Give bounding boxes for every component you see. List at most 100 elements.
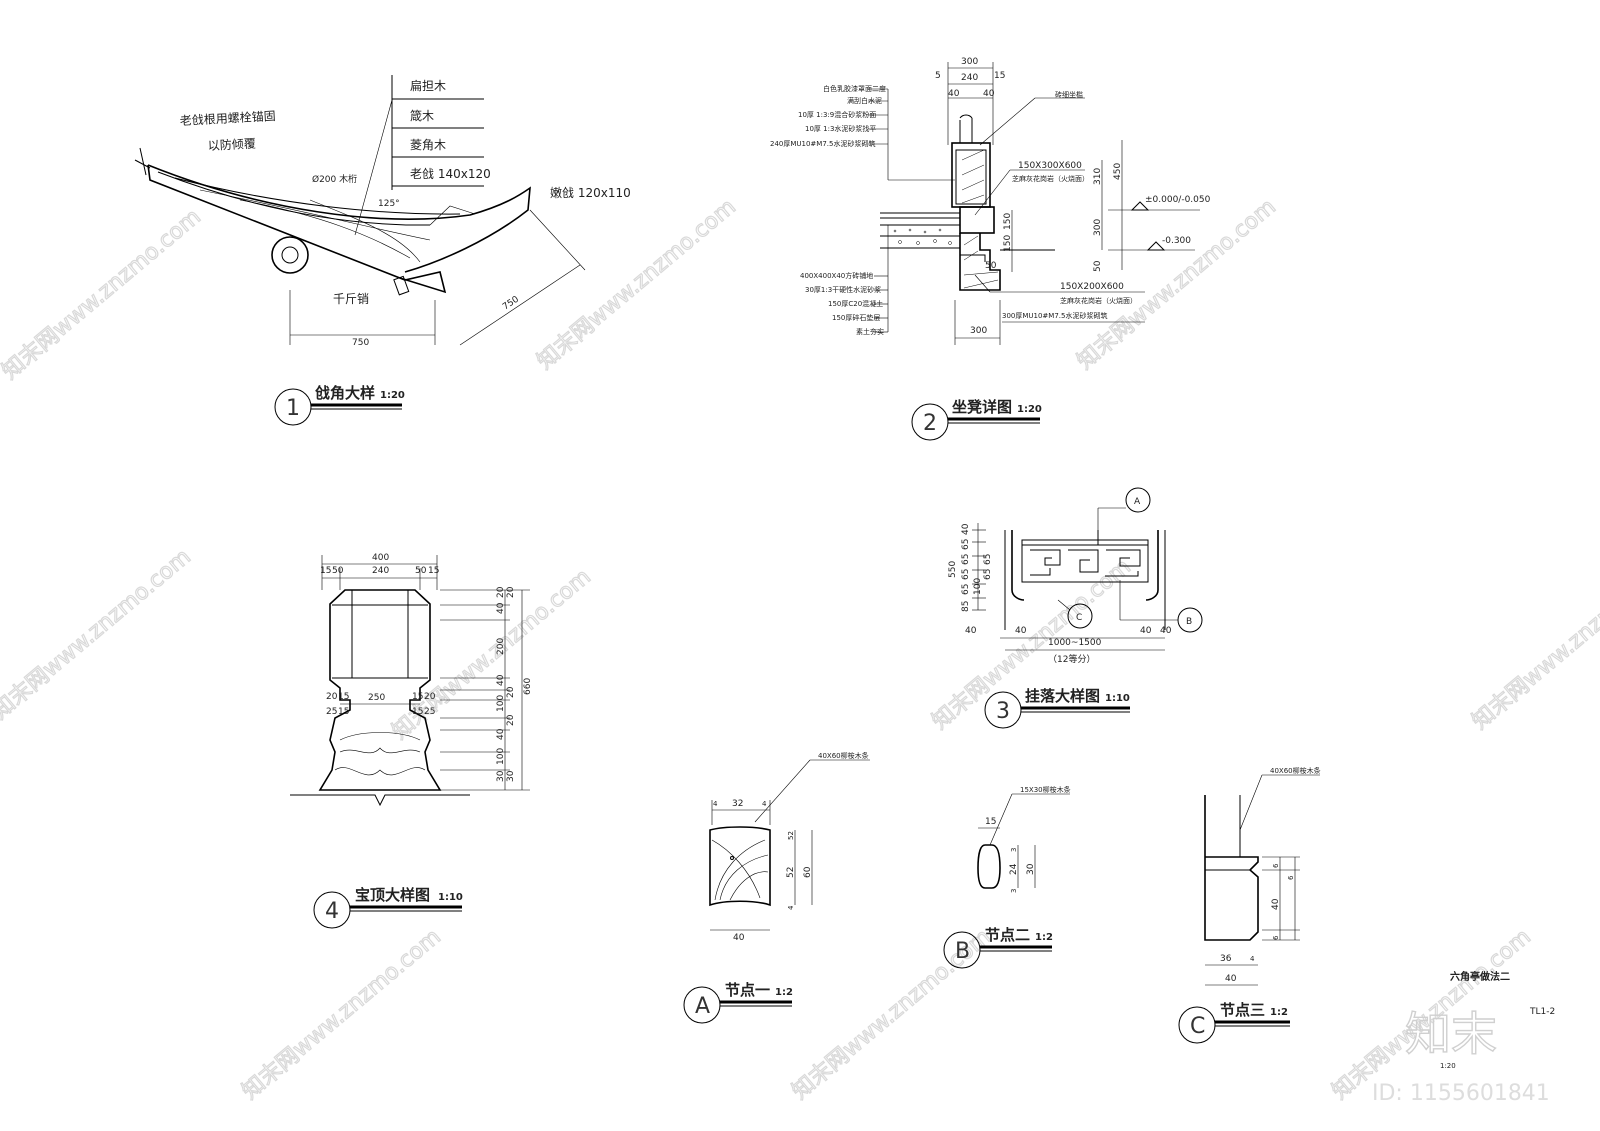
watermark-text: 知末网www.znzmo.com [0, 544, 196, 724]
svg-text:30: 30 [506, 770, 516, 782]
dim-bottom: 300 [970, 326, 987, 336]
svg-text:52: 52 [786, 867, 796, 878]
svg-text:20: 20 [496, 586, 506, 598]
watermark-text: 知末网www.znzmo.com [238, 924, 446, 1104]
detail-title: 挂落大样图 [1025, 687, 1100, 705]
wall-note: 300厚MU10#M7.5水泥砂浆砌筑 [1002, 311, 1107, 320]
node-note: 40X60柳桉木条 [1270, 766, 1321, 775]
rod-label: Ø200 木桁 [312, 173, 357, 185]
detail-2-bench: 300 5 240 15 40 40 白色乳胶漆罩面二度 满刮白水泥 10厚 1… [770, 57, 1211, 441]
svg-text:24: 24 [1009, 863, 1019, 875]
dim-left: 65 [961, 569, 971, 580]
dim-left: 50 [985, 261, 997, 271]
watermark-text: 知末网www.znzmo.com [388, 564, 596, 744]
node-note: 15X30柳桉木条 [1020, 785, 1071, 794]
dim-slant: 750 [501, 294, 521, 312]
detail-number: 3 [996, 699, 1010, 724]
dim-mid-sub: 20 [424, 692, 436, 702]
detail-scale: 1:10 [1105, 693, 1130, 704]
watermark-layer: 知末网www.znzmo.com 知末网www.znzmo.com 知末网www… [0, 194, 1600, 1105]
dim-bottom: 40 [1015, 626, 1027, 636]
callout-circle [1067, 603, 1093, 629]
dim-top: 300 [961, 57, 978, 67]
svg-text:满刮白水泥: 满刮白水泥 [847, 96, 882, 105]
layer-label: 扁担木 [410, 79, 446, 93]
dim-right: 310 [1093, 168, 1103, 185]
title-block: 六角亭做法二 TL1-2 知末 1:20 ID: 1155601841 [1372, 970, 1555, 1106]
dim-top: 15 [994, 71, 1005, 81]
watermark-text: 知末网www.znzmo.com [533, 194, 741, 374]
dim-left: 85 [961, 601, 971, 612]
dim-left: 40 [961, 523, 971, 535]
svg-text:36: 36 [1220, 954, 1232, 964]
detail-number: 1 [286, 396, 300, 421]
detail-1-corner-rafter: 扁担木 箴木 菱角木 老戗 140x120 老戗根用螺栓锚固 以防倾覆 Ø200… [134, 75, 631, 426]
detail-4-finial: 400 15 50 240 50 15 250 20 15 15 20 25 1… [290, 553, 533, 929]
svg-text:10厚 1:3水泥砂浆找平: 10厚 1:3水泥砂浆找平 [805, 124, 876, 133]
dim-right: 450 [1113, 163, 1123, 180]
svg-text:40: 40 [733, 933, 745, 943]
dim-top-sub: 50 [415, 566, 427, 576]
detail-title: 坐凳详图 [952, 398, 1012, 416]
layer-label: 菱角木 [410, 138, 446, 152]
svg-text:40: 40 [1271, 898, 1281, 910]
dim-top-sub: 240 [372, 566, 389, 576]
watermark-text: 知末网www.znzmo.com [1468, 554, 1600, 734]
svg-text:6: 6 [1287, 875, 1295, 880]
dim-total: 550 [948, 561, 958, 578]
svg-text:30: 30 [496, 770, 506, 782]
detail-scale: 1:10 [438, 892, 463, 903]
node-b: 15X30柳桉木条 15 3 24 30 3 B 节点二 1:2 [943, 785, 1071, 969]
svg-text:10厚 1:3:9混合砂浆粉面: 10厚 1:3:9混合砂浆粉面 [798, 110, 876, 119]
notes-left-bottom: 400X400X40方砖铺地 30厚1:3干硬性水泥砂浆 150厚C20混凝土 … [800, 225, 889, 336]
svg-text:6: 6 [1272, 863, 1280, 868]
svg-text:4: 4 [762, 800, 767, 808]
dim-top: 400 [372, 553, 389, 563]
level-mark: ±0.000/-0.050 [1145, 195, 1211, 205]
anchor-note: 以防倾覆 [207, 136, 256, 153]
svg-text:40: 40 [496, 602, 506, 614]
pin-label: 千斤销 [333, 292, 369, 306]
dim-mid-sub: 20 [326, 692, 338, 702]
svg-text:20: 20 [506, 586, 516, 598]
anchor-note: 老戗根用螺栓锚固 [179, 108, 276, 128]
node-scale: 1:2 [775, 987, 793, 998]
svg-text:52: 52 [787, 831, 795, 840]
svg-text:30厚1:3干硬性水泥砂浆: 30厚1:3干硬性水泥砂浆 [805, 285, 881, 294]
layer-label: 老戗 140x120 [410, 167, 491, 181]
node-scale: 1:2 [1035, 932, 1053, 943]
dim-mid-sub: 15 [338, 692, 349, 702]
dim-left: 65 [961, 539, 971, 550]
callout-circle [1125, 487, 1151, 513]
sheet-code: TL1-2 [1529, 1007, 1555, 1017]
svg-text:100: 100 [496, 748, 506, 765]
notes-left-top: 白色乳胶漆罩面二度 满刮白水泥 10厚 1:3:9混合砂浆粉面 10厚 1:3水… [770, 84, 955, 181]
purlin-circle [271, 236, 309, 274]
dim-bottom: 40 [1160, 626, 1172, 636]
dim-left: 150 [1003, 213, 1013, 230]
svg-text:4: 4 [1250, 955, 1255, 963]
detail-3-fascia: 550 40 65 65 65 65 100 85 65 65 A [948, 487, 1203, 729]
node-letter: B [955, 939, 970, 964]
dim-left: 65 [961, 554, 971, 565]
svg-text:20: 20 [506, 686, 516, 698]
svg-text:240厚MU10#M7.5水泥砂浆砌筑: 240厚MU10#M7.5水泥砂浆砌筑 [770, 139, 875, 148]
top-right-note: 砖细坐槛 [1055, 90, 1083, 99]
detail-number-circle [984, 691, 1022, 729]
node-letter-circle [943, 931, 981, 969]
dim-inner: 65 [983, 554, 993, 565]
slab2: 150X200X600 [1060, 282, 1124, 292]
svg-text:32: 32 [732, 799, 743, 809]
detail-number: 4 [325, 899, 339, 924]
watermark-text: 知末网www.znzmo.com [0, 204, 206, 384]
svg-text:3: 3 [1010, 889, 1018, 893]
detail-number-circle [911, 403, 949, 441]
dim-small: 25 [424, 707, 435, 717]
sheet-title: 六角亭做法二 [1450, 970, 1510, 983]
svg-text:150厚碎石垫层: 150厚碎石垫层 [832, 313, 880, 322]
detail-title: 戗角大样 [315, 384, 375, 402]
dim-top: 40 [948, 89, 960, 99]
dim-right: 300 [1093, 219, 1103, 236]
node-letter: C [1190, 1014, 1205, 1039]
